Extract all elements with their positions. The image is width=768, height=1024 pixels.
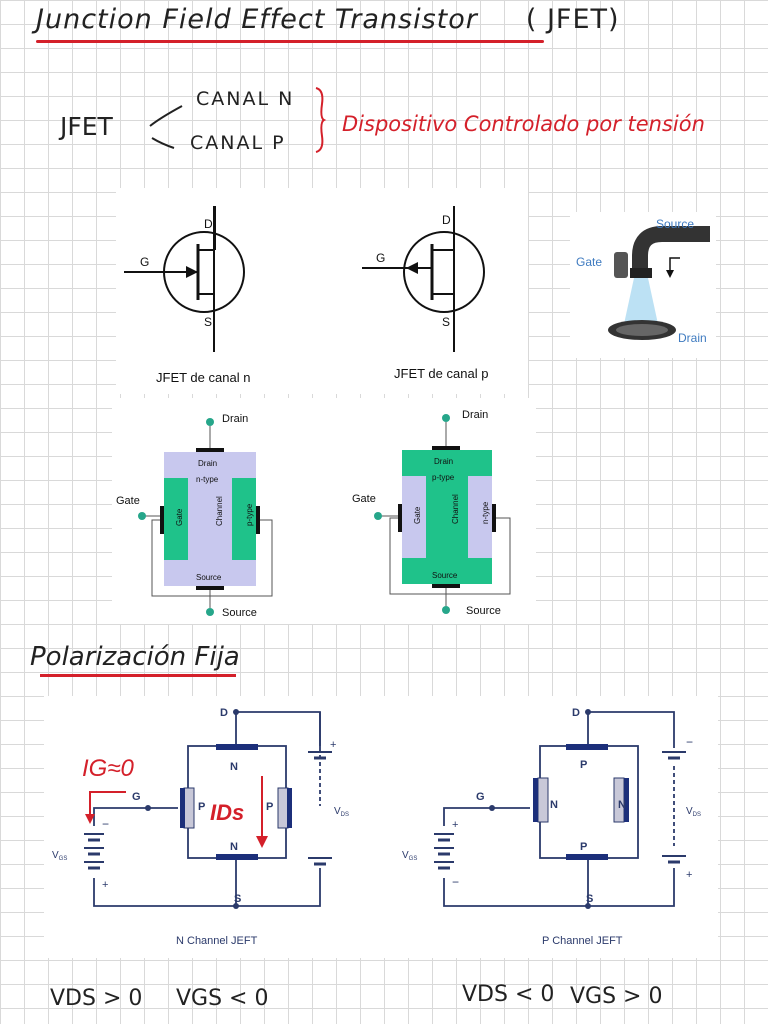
condition-n-vds: VDS > 0 [50,986,143,1011]
classification-branches [149,105,183,149]
classification-canal-n: CANAL N [196,88,295,110]
circuit-n-vds: VDS [334,806,349,818]
faucet-label-gate: Gate [576,255,602,269]
structure-n-ntype: n-type [196,475,219,484]
circuit-p-minus-top: − [686,735,693,749]
page-title: Junction Field Effect Transistor ( JFET) [36,4,620,35]
circuit-p-plus-bottom: + [686,869,692,881]
classification-brace [315,87,327,153]
circuit-n-caption: N Channel JEFT [176,935,258,947]
structure-n-gate-label: Gate [116,495,140,507]
structure-n-gate-inner: Gate [175,508,184,526]
classification-canal-p: CANAL P [190,132,286,154]
structure-p: Drain Gate Source Drain p-type Gate Chan… [352,409,511,617]
circuit-n-label-left: P [198,801,205,813]
circuit-p-label-bottom: P [580,841,587,853]
section-polarizacion-underline [40,674,236,677]
circuit-n-plus-top: + [330,739,336,751]
jfet-p-label-g: G [376,251,385,265]
circuit-n-label-d: D [220,707,228,719]
circuit-n-label-top: N [230,761,238,773]
faucet-label-drain: Drain [678,331,707,345]
circuit-n-vgs: VGS [52,850,67,862]
circuit-n-label-g: G [132,791,141,803]
circuit-n-minus-left: − [102,817,109,831]
circuit-n-plus-left: + [102,879,108,891]
structure-p-drain-label: Drain [462,409,488,421]
faucet-analogy: Source Gate Drain [576,217,710,345]
structure-p-source-inner: Source [432,571,458,580]
circuits-panel [44,696,718,958]
structure-p-source-label: Source [466,605,501,617]
circuit-p-minus-left: − [452,875,459,889]
jfet-n-label-s: S [204,315,212,329]
structure-n: Drain Gate Source Drain n-type Gate Chan… [116,413,273,619]
circuit-n-label-right: P [266,801,273,813]
structure-n-drain-label: Drain [222,413,248,425]
circuit-p-plus-left: + [452,819,458,831]
structure-p-drain-inner: Drain [434,457,453,466]
circuit-p-label-right: N [618,799,626,811]
jfet-structures: Drain Gate Source Drain n-type Gate Chan… [116,409,511,619]
structure-p-gate-label: Gate [352,493,376,505]
circuit-p-parts [434,709,686,909]
structure-n-source-label: Source [222,607,257,619]
jfet-n-caption: JFET de canal n [156,370,250,385]
jfet-symbols: D G S JFET de canal n D G S JFET de cana… [124,206,488,385]
circuit-n-label-s: S [234,893,241,905]
structure-p-ptype: p-type [432,473,455,482]
circuit-p-label-top: P [580,759,587,771]
circuit-p [443,711,675,907]
jfet-p-label-s: S [442,315,450,329]
jfet-n-symbol [124,206,245,352]
circuit-n-label-bottom: N [230,841,238,853]
title-abbr: ( JFET) [525,4,620,35]
circuit-p-label-g: G [476,791,485,803]
jfet-p-symbol [362,206,485,352]
title-underline [36,40,544,43]
jfet-n-label-g: G [140,255,149,269]
condition-p-vds: VDS < 0 [462,982,555,1007]
circuit-p-label-s: S [586,893,593,905]
structure-n-drain-inner: Drain [198,459,217,468]
section-polarizacion-title: Polarización Fija [30,642,240,672]
structure-p-ntype: n-type [481,501,490,524]
circuit-p-label-left: N [550,799,558,811]
circuit-n-parts [84,709,332,909]
structure-n-channel: Channel [215,496,224,526]
jfet-p-caption: JFET de canal p [394,366,488,381]
classification-root: JFET [60,112,113,141]
circuit-p-vgs: VGS [402,850,417,862]
classification-note: Dispositivo Controlado por tensión [342,112,705,136]
circuit-n-ig-annotation: IG≈0 [82,755,135,782]
circuit-p-vds: VDS [686,806,701,818]
condition-p-vgs: VGS > 0 [570,984,663,1009]
symbols-panel [116,188,528,394]
structure-n-source-inner: Source [196,573,222,582]
condition-n-vgs: VGS < 0 [176,986,269,1011]
jfet-p-label-d: D [442,213,451,227]
structure-p-channel: Channel [451,494,460,524]
jfet-n-label-d: D [204,217,213,231]
jfet-circuits: D G S N N P P + VDS − + VGS N Channel JE… [52,707,701,947]
circuit-n-ids-annotation: IDs [210,800,244,825]
circuit-p-label-d: D [572,707,580,719]
circuit-p-caption: P Channel JEFT [542,935,623,947]
title-main: Junction Field Effect Transistor [36,4,478,35]
faucet-label-source: Source [656,217,694,231]
structure-p-gate-inner: Gate [413,506,422,524]
structure-n-ptype: p-type [245,503,254,526]
